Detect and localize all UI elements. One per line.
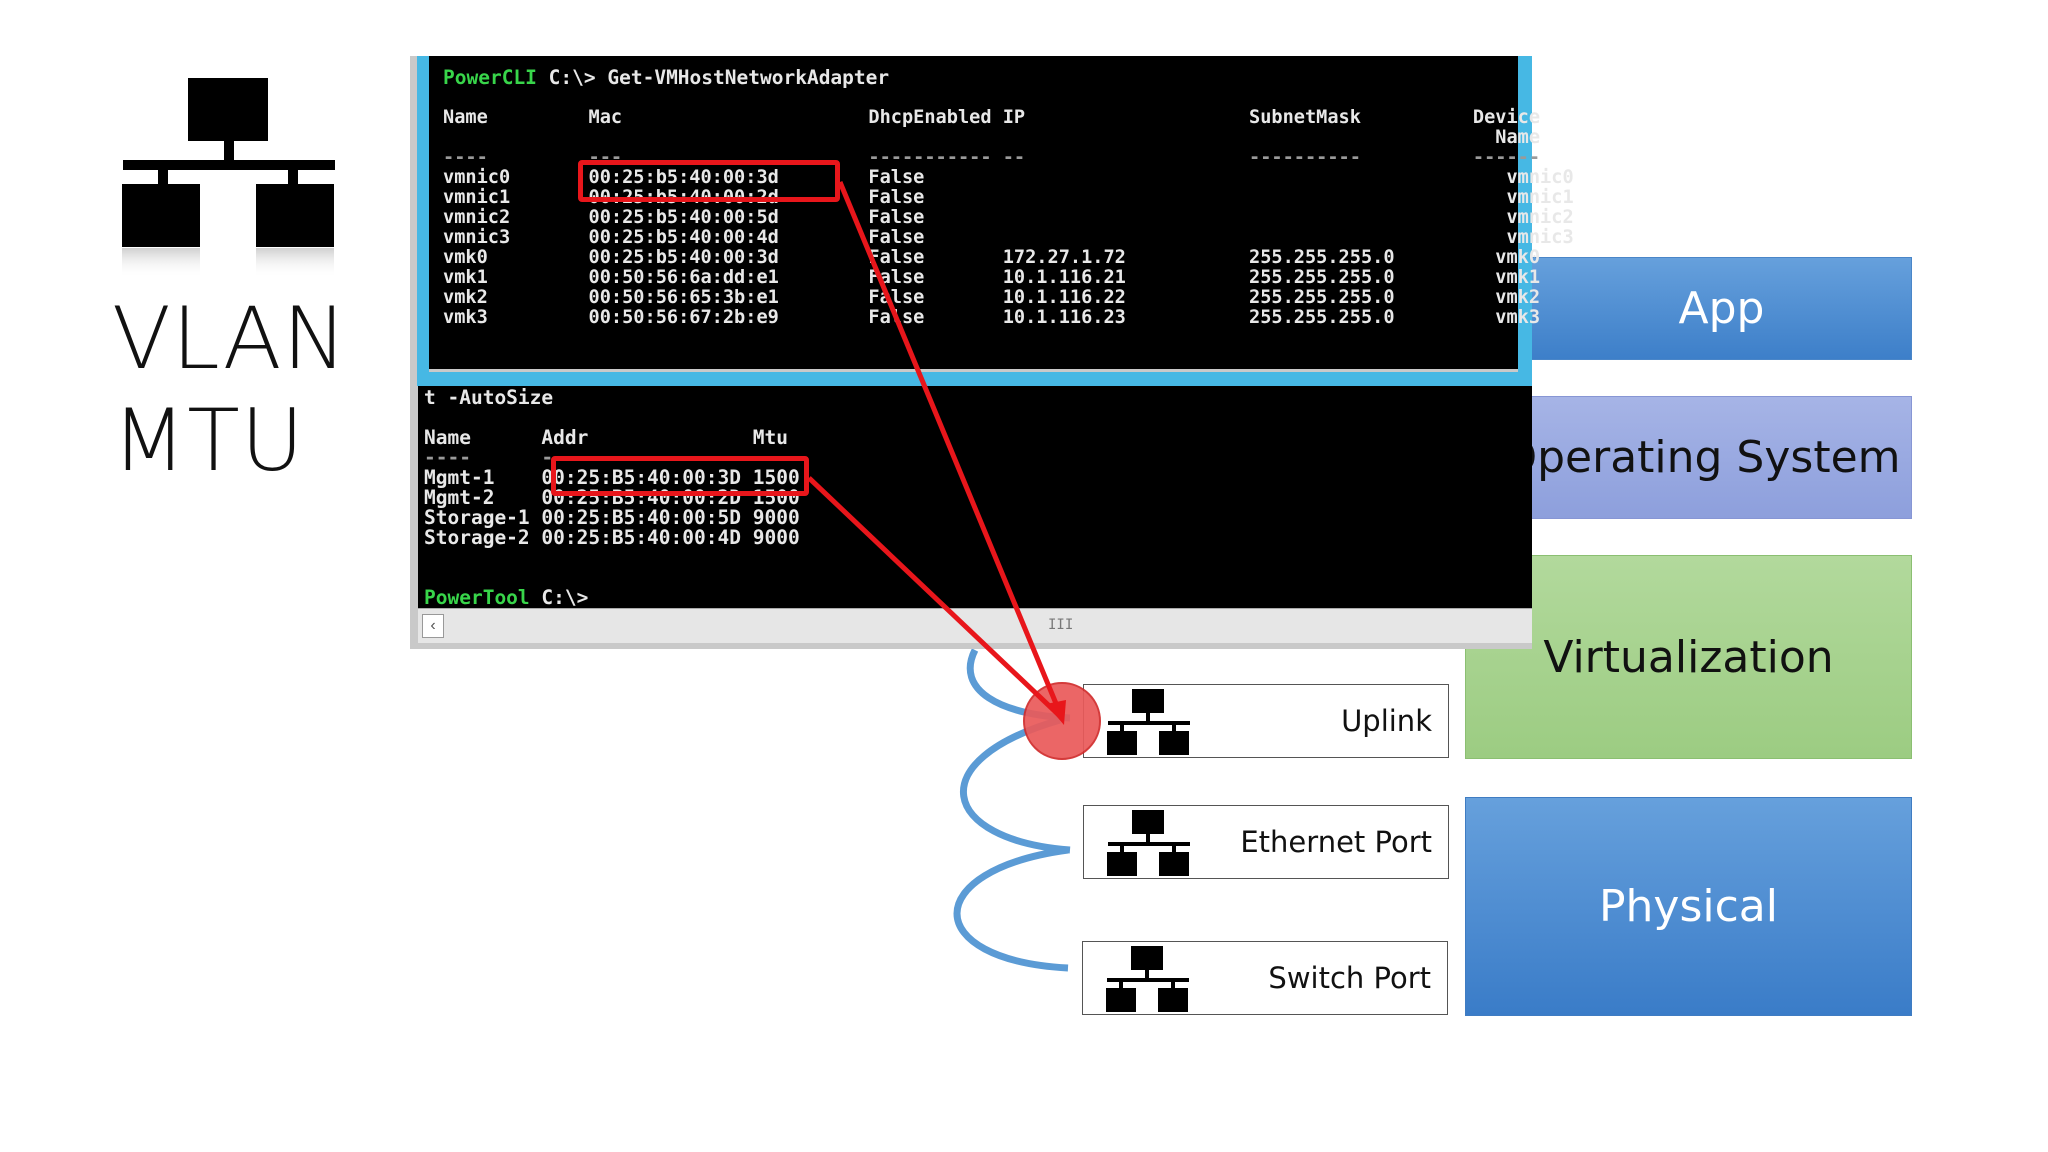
connector-curve: [959, 716, 1071, 854]
prompt-label: PowerCLI: [443, 66, 537, 89]
terminal-command-tail: t -AutoSize: [424, 386, 554, 409]
layer-operating-system: Operating System: [1502, 396, 1912, 519]
title-mtu: MTU: [112, 391, 305, 491]
network-icon: [1107, 810, 1190, 876]
mac-highlight-box: [551, 456, 809, 496]
connector-curve: [966, 648, 1071, 722]
table-row: Storage-2 00:25:B5:40:00:4D 9000: [424, 526, 800, 549]
table-row: vmnic3 00:25:b5:40:00:4d False vmnic3: [443, 227, 1574, 248]
table-header: Name: [443, 127, 1541, 148]
table-row: Storage-1 00:25:B5:40:00:5D 9000: [424, 506, 800, 529]
network-icon: [1107, 689, 1190, 755]
terminal-border: [417, 56, 429, 386]
table-row: Mgmt-1 00:25:B5:40:00:3D 1500: [424, 466, 800, 489]
table-row: vmnic2 00:25:b5:40:00:5d False vmnic2: [443, 207, 1574, 228]
layer-virtualization: Virtualization: [1465, 555, 1912, 759]
network-icon: [1106, 946, 1189, 1012]
terminal-border: [1518, 56, 1532, 386]
horizontal-scrollbar[interactable]: ‹ III: [418, 608, 1532, 643]
prompt-tail: C:\>: [541, 586, 589, 609]
arrow-head: [1046, 700, 1066, 725]
table-row: vmk1 00:50:56:6a:dd:e1 False 10.1.116.21…: [443, 267, 1541, 288]
table-row: vmk3 00:50:56:67:2b:e9 False 10.1.116.23…: [443, 307, 1541, 328]
scroll-left-button[interactable]: ‹: [422, 614, 444, 638]
port-switch: Switch Port: [1082, 941, 1448, 1015]
connector-curve: [953, 846, 1069, 972]
layer-physical: Physical: [1465, 797, 1912, 1016]
table-header: Name Mac DhcpEnabled IP SubnetMask Devic…: [443, 107, 1541, 128]
terminal-border: [428, 372, 1532, 386]
table-row: vmk0 00:25:b5:40:00:3d False 172.27.1.72…: [443, 247, 1541, 268]
table-header: Name Addr Mtu: [424, 426, 788, 449]
port-label: Uplink: [1341, 704, 1432, 738]
scroll-thumb[interactable]: III: [1048, 617, 1074, 633]
port-uplink: Uplink: [1083, 684, 1449, 758]
port-label: Switch Port: [1268, 961, 1431, 995]
title-vlan: VLAN: [112, 289, 348, 389]
mac-highlight-box: [578, 160, 840, 202]
network-icon: [122, 78, 335, 278]
terminal-prompt-line: PowerTool C:\>: [424, 586, 589, 609]
layer-app: App: [1531, 257, 1912, 360]
table-row: vmk2 00:50:56:65:3b:e1 False 10.1.116.22…: [443, 287, 1541, 308]
prompt-label: PowerTool: [424, 586, 530, 609]
table-row: vmnic0 00:25:b5:40:00:3d False vmnic0: [443, 167, 1574, 188]
command-text: C:\> Get-VMHostNetworkAdapter: [548, 66, 890, 89]
port-label: Ethernet Port: [1240, 825, 1432, 859]
terminal-command-line: PowerCLI C:\> Get-VMHostNetworkAdapter: [443, 66, 890, 89]
port-ethernet: Ethernet Port: [1083, 805, 1449, 879]
